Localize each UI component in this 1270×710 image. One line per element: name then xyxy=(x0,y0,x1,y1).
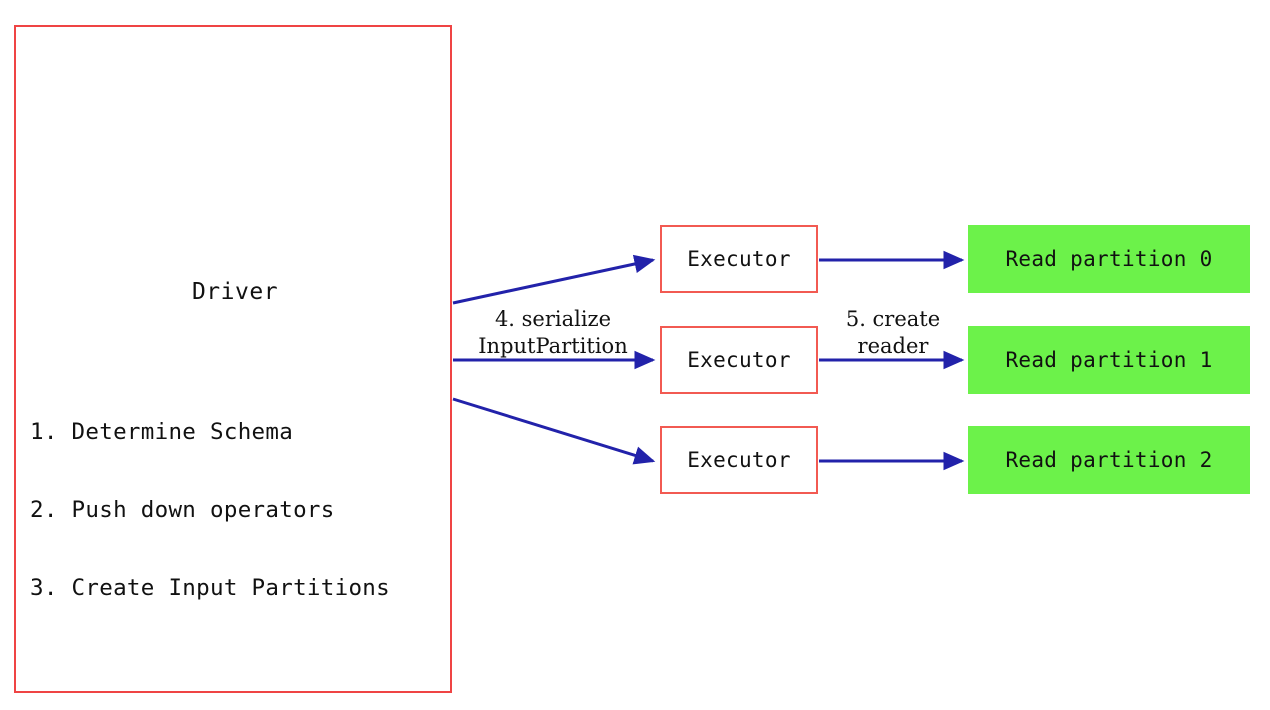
partition-label-0: Read partition 0 xyxy=(1005,247,1213,271)
driver-step-3: 3. Create Input Partitions xyxy=(30,575,390,601)
executor-label-0: Executor xyxy=(687,247,791,271)
partition-box-0: Read partition 0 xyxy=(968,225,1250,293)
arrow-driver-to-executor-0 xyxy=(452,254,656,305)
partition-label-2: Read partition 2 xyxy=(1005,448,1213,472)
driver-title: Driver xyxy=(191,279,279,305)
driver-steps-list: 1. Determine Schema 2. Push down operato… xyxy=(30,367,450,653)
edge-label-create-reader-line-1: 5. create xyxy=(845,307,941,331)
driver-step-2: 2. Push down operators xyxy=(30,497,335,523)
partition-label-1: Read partition 1 xyxy=(1005,348,1213,372)
driver-box: Driver 1. Determine Schema 2. Push down … xyxy=(14,25,452,693)
executor-box-0: Executor xyxy=(660,225,818,293)
executor-box-1: Executor xyxy=(660,326,818,394)
edge-label-serialize-line-1: 4. serialize xyxy=(494,307,612,331)
edge-label-create-reader: 5. create reader xyxy=(823,306,963,360)
partition-box-2: Read partition 2 xyxy=(968,426,1250,494)
edge-label-serialize-line-2: InputPartition xyxy=(478,334,628,358)
driver-step-1: 1. Determine Schema xyxy=(30,419,294,445)
edge-label-create-reader-line-2: reader xyxy=(857,334,929,358)
executor-label-2: Executor xyxy=(687,448,791,472)
partition-box-1: Read partition 1 xyxy=(968,326,1250,394)
edge-label-serialize: 4. serialize InputPartition xyxy=(458,306,648,360)
executor-box-2: Executor xyxy=(660,426,818,494)
executor-label-1: Executor xyxy=(687,348,791,372)
arrow-driver-to-executor-2 xyxy=(452,397,656,465)
